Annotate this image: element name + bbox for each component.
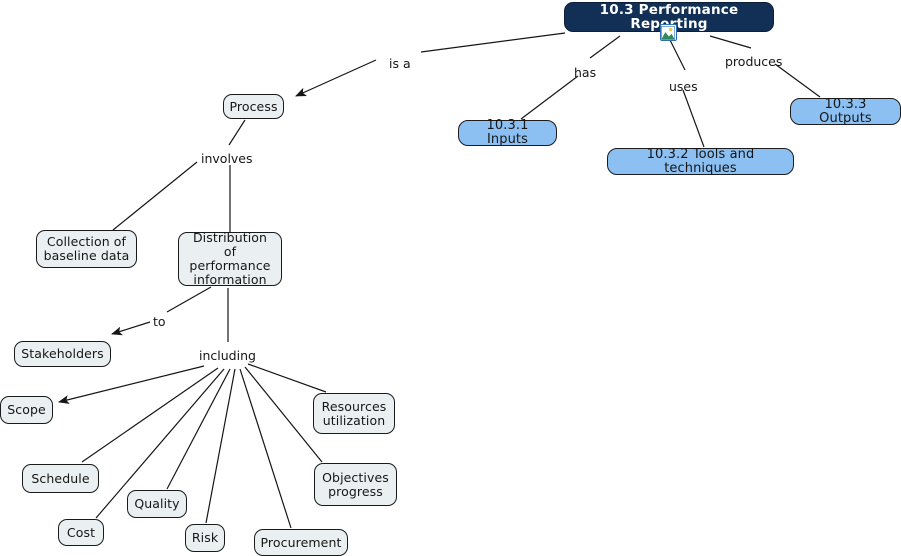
line-to-lower	[111, 321, 151, 336]
line-incl-qual	[166, 368, 231, 490]
line-produces-up	[709, 35, 752, 49]
node-distribution[interactable]: Distribution of performance information	[178, 231, 282, 287]
node-schedule[interactable]: Schedule	[22, 464, 99, 493]
edge-label-is-a[interactable]: is a	[389, 56, 411, 71]
picture-icon-glyph	[661, 26, 675, 40]
line-involves-l	[112, 161, 198, 231]
line-incl-risk	[205, 368, 236, 524]
node-scope[interactable]: Scope	[0, 396, 53, 424]
node-cost[interactable]: Cost	[58, 519, 104, 546]
edge-label-has[interactable]: has	[574, 65, 597, 80]
line-incl-res	[247, 363, 327, 393]
node-quality[interactable]: Quality	[127, 490, 187, 518]
line-is-a-left	[295, 59, 377, 97]
line-uses-upper	[667, 35, 686, 71]
edge-label-uses[interactable]: uses	[669, 79, 698, 94]
edge-lines	[58, 32, 821, 529]
line-has-upper	[589, 35, 621, 59]
node-stakeholders[interactable]: Stakeholders	[14, 341, 111, 367]
line-incl-proc	[239, 368, 292, 529]
node-procurement[interactable]: Procurement	[254, 529, 348, 556]
line-uses-lower	[682, 89, 705, 148]
line-incl-scope	[58, 365, 205, 404]
line-involves-up	[228, 119, 246, 146]
node-risk[interactable]: Risk	[185, 524, 225, 552]
picture-icon[interactable]	[660, 24, 677, 41]
edge-label-including[interactable]: including	[199, 348, 256, 363]
line-incl-obj	[244, 366, 323, 463]
line-to-upper	[166, 286, 212, 313]
node-collection[interactable]: Collection of baseline data	[36, 230, 137, 268]
line-has-lower	[520, 75, 579, 120]
edge-label-to[interactable]: to	[153, 314, 166, 329]
node-tools[interactable]: 10.3.2 Tools and techniques	[607, 147, 794, 175]
node-process[interactable]: Process	[223, 94, 284, 119]
line-incl-sched	[81, 367, 219, 463]
edge-label-produces[interactable]: produces	[725, 54, 783, 69]
node-objectives[interactable]: Objectives progress	[314, 463, 397, 506]
line-is-a-right	[420, 32, 566, 53]
node-inputs[interactable]: 10.3.1 Inputs	[458, 119, 557, 147]
node-title[interactable]: 10.3 Performance Reporting	[564, 2, 774, 32]
node-outputs[interactable]: 10.3.3 Outputs	[790, 97, 901, 125]
edge-label-involves[interactable]: involves	[201, 151, 253, 166]
node-resources[interactable]: Resources utilization	[313, 393, 395, 434]
